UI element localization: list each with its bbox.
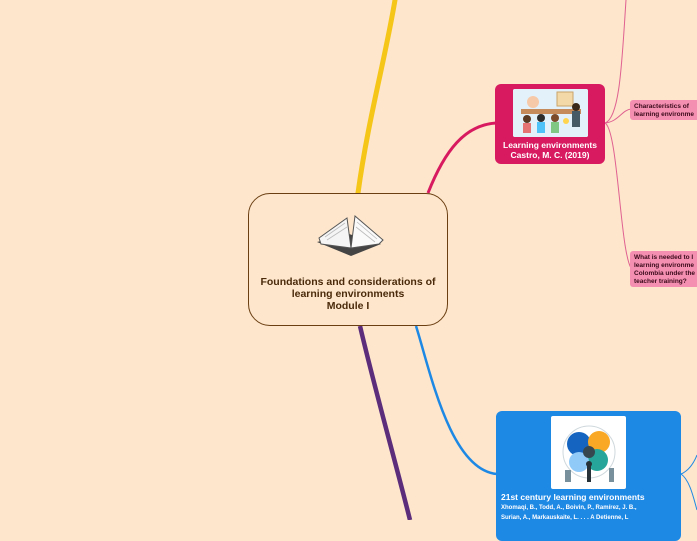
branch-blue-right xyxy=(680,454,697,475)
central-title: Foundations and considerations of learni… xyxy=(260,276,436,300)
subtopic-what-is-needed[interactable]: What is needed to l learning environme C… xyxy=(630,251,697,287)
learning-environments-node[interactable]: Learning environments Castro, M. C. (201… xyxy=(495,84,605,164)
central-module: Module I xyxy=(326,300,370,312)
21st-century-title: 21st century learning environments xyxy=(501,492,645,502)
gears-people-illustration xyxy=(551,416,626,489)
classroom-illustration xyxy=(513,89,588,137)
21st-century-authors-1: Xhomaqi, B., Todd, A., Boivin, P., Ramír… xyxy=(501,505,637,511)
21st-century-authors-2: Surian, A., Markauskaite, L. . . . A Det… xyxy=(501,515,629,521)
branch-pink-chars xyxy=(604,108,632,124)
21st-century-node[interactable]: 21st century learning environments Xhoma… xyxy=(496,411,681,541)
learning-environments-title: Learning environments xyxy=(503,140,597,150)
central-topic-node[interactable]: Foundations and considerations of learni… xyxy=(248,193,448,326)
branch-purple xyxy=(357,325,413,520)
branch-blue-right-2 xyxy=(680,473,697,511)
mindmap-connectors xyxy=(355,0,697,520)
subtopic-characteristics[interactable]: Characteristics of learning environme xyxy=(630,100,697,120)
branch-yellow xyxy=(355,0,398,196)
open-book-icon xyxy=(317,215,384,256)
branch-blue xyxy=(414,325,498,476)
branch-pink-need xyxy=(604,122,632,269)
branch-pink-top xyxy=(604,0,627,124)
branch-pink xyxy=(426,121,497,194)
learning-environments-citation: Castro, M. C. (2019) xyxy=(510,150,590,160)
